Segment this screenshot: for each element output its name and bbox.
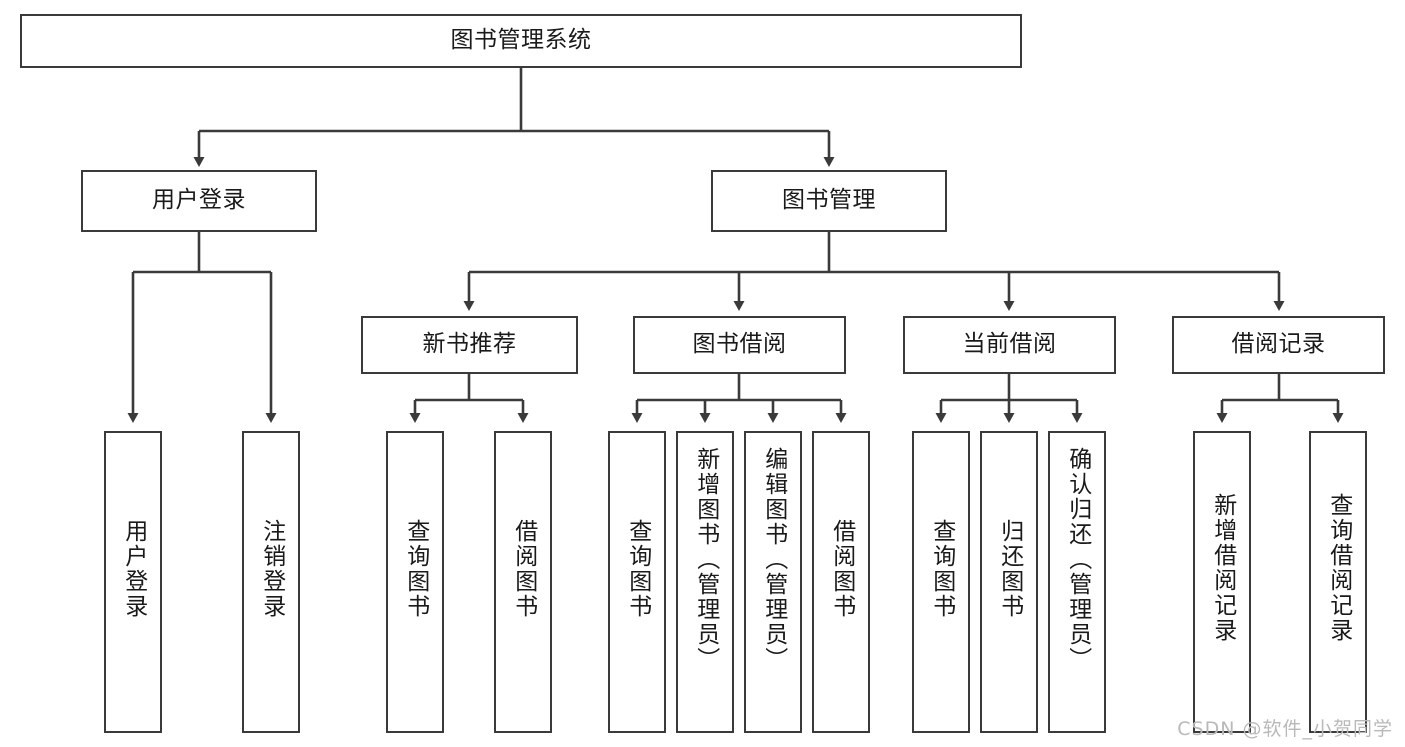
- node-label: 用户登录: [120, 519, 147, 619]
- node-label: 图书借阅: [692, 331, 787, 358]
- node-label: 编辑图书（管理员）: [760, 447, 787, 672]
- node-current-borrow[interactable]: 当前借阅: [903, 316, 1116, 374]
- node-label: 查询借阅记录: [1325, 493, 1352, 643]
- node-label: 查询图书: [402, 519, 429, 619]
- node-label: 当前借阅: [962, 331, 1057, 358]
- node-label: 新书推荐: [422, 331, 517, 358]
- leaf-user-login-logout[interactable]: 注销登录: [242, 431, 300, 733]
- node-user-login[interactable]: 用户登录: [81, 170, 317, 232]
- leaf-book-borrow-edit-book-admin[interactable]: 编辑图书（管理员）: [744, 431, 802, 733]
- node-label: 归还图书: [996, 519, 1023, 619]
- node-label: 图书管理系统: [450, 27, 592, 54]
- node-label: 注销登录: [258, 519, 285, 619]
- node-label: 查询图书: [624, 519, 651, 619]
- node-label: 借阅图书: [510, 519, 537, 619]
- node-label: 借阅记录: [1231, 331, 1326, 358]
- node-borrow-record[interactable]: 借阅记录: [1172, 316, 1385, 374]
- leaf-current-borrow-query-books[interactable]: 查询图书: [912, 431, 970, 733]
- node-label: 新增图书（管理员）: [692, 447, 719, 672]
- node-new-book-recommend[interactable]: 新书推荐: [361, 316, 578, 374]
- leaf-book-borrow-borrow-books[interactable]: 借阅图书: [812, 431, 870, 733]
- leaf-user-login-login[interactable]: 用户登录: [104, 431, 162, 733]
- leaf-borrow-record-query-record[interactable]: 查询借阅记录: [1309, 431, 1367, 733]
- node-label: 借阅图书: [828, 519, 855, 619]
- leaf-book-borrow-query-books[interactable]: 查询图书: [608, 431, 666, 733]
- node-label: 图书管理: [782, 187, 876, 214]
- leaf-borrow-record-add-record[interactable]: 新增借阅记录: [1193, 431, 1251, 733]
- leaf-new-book-borrow-books[interactable]: 借阅图书: [494, 431, 552, 733]
- node-root-book-management-system[interactable]: 图书管理系统: [20, 14, 1022, 68]
- leaf-current-borrow-return-books[interactable]: 归还图书: [980, 431, 1038, 733]
- node-book-borrow[interactable]: 图书借阅: [633, 316, 846, 374]
- node-label: 确认归还（管理员）: [1064, 447, 1091, 672]
- node-book-management[interactable]: 图书管理: [711, 170, 947, 232]
- leaf-new-book-query-books[interactable]: 查询图书: [386, 431, 444, 733]
- leaf-book-borrow-add-book-admin[interactable]: 新增图书（管理员）: [676, 431, 734, 733]
- node-label: 用户登录: [152, 187, 246, 214]
- node-label: 查询图书: [928, 519, 955, 619]
- leaf-current-borrow-confirm-return-admin[interactable]: 确认归还（管理员）: [1048, 431, 1106, 733]
- csdn-watermark: CSDN @软件_小贺同学: [1177, 718, 1393, 740]
- node-label: 新增借阅记录: [1209, 493, 1236, 643]
